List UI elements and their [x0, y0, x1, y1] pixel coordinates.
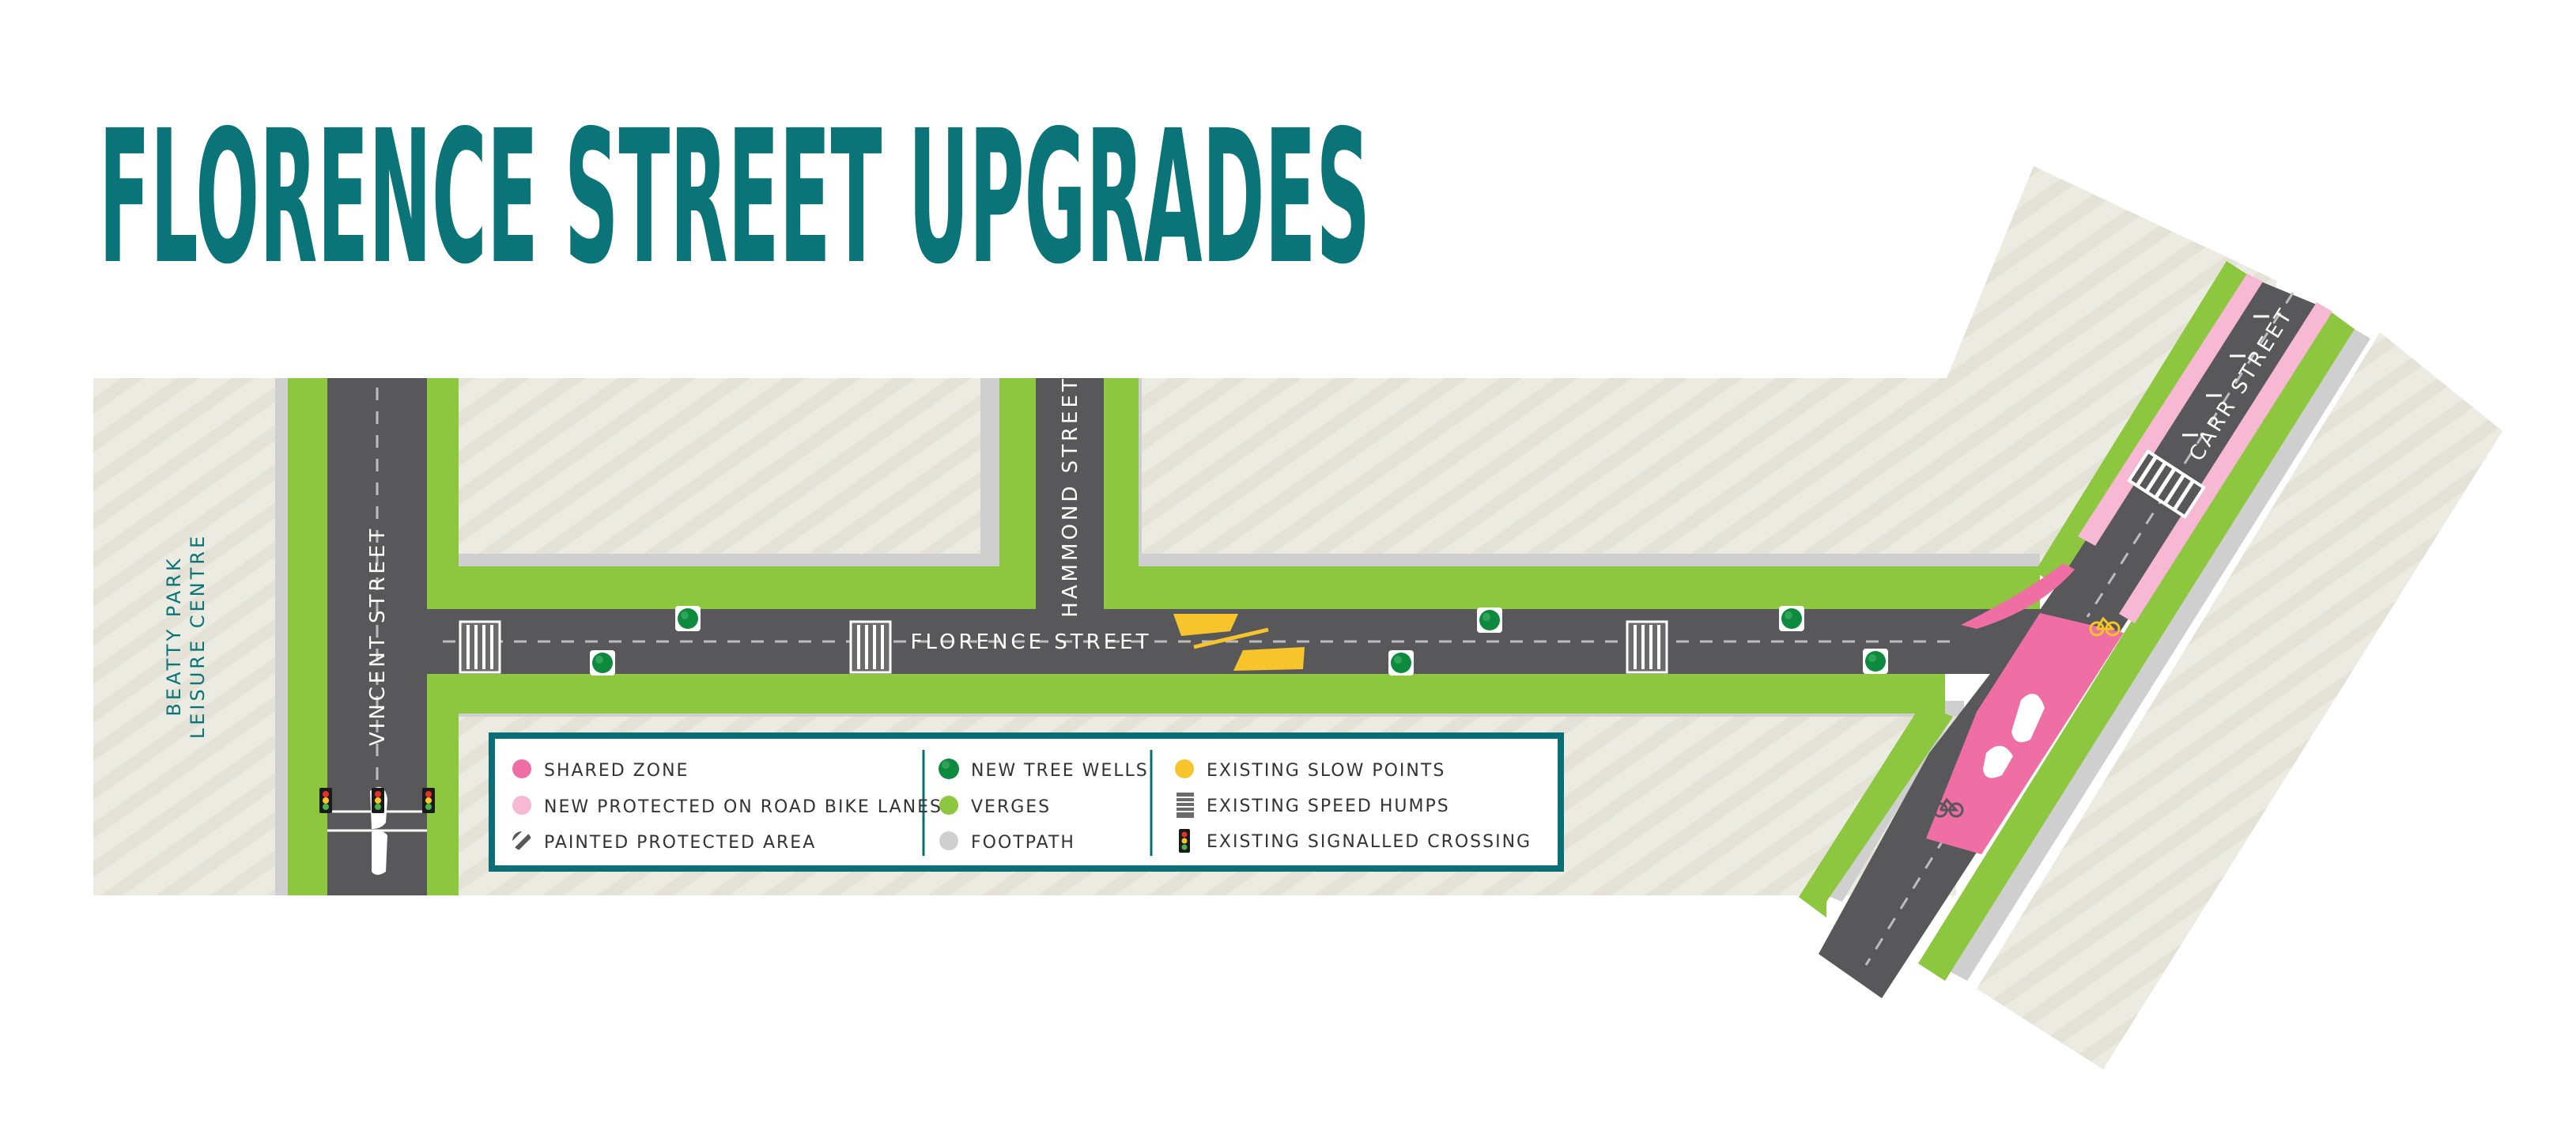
legend-label: PAINTED PROTECTED AREA — [544, 833, 816, 853]
island-north — [2011, 694, 2045, 743]
legend-label: EXISTING SIGNALLED CROSSING — [1207, 832, 1532, 852]
legend-label: SHARED ZONE — [544, 761, 689, 781]
island-south — [1983, 745, 2013, 778]
painted-protected-area — [2182, 315, 2269, 437]
vincent-street-label: VINCENT STREET — [366, 526, 390, 746]
florence-street-label: FLORENCE STREET — [911, 630, 1152, 654]
traffic-light-icon — [1179, 829, 1190, 853]
carr-street-crossing — [2127, 448, 2206, 520]
legend: SHARED ZONE NEW PROTECTED ON ROAD BIKE L… — [489, 732, 1564, 872]
legend-label: NEW PROTECTED ON ROAD BIKE LANES — [544, 797, 942, 817]
carr-street-bike-lanes — [1926, 274, 2332, 854]
tree-wells — [590, 606, 1888, 676]
hammond-street-road — [1036, 378, 1104, 611]
bike-icon — [2089, 616, 2121, 637]
verges — [288, 261, 2355, 981]
carr-street-road — [2024, 278, 2326, 633]
bike-icon — [1932, 797, 1964, 818]
grey-dot-icon — [939, 831, 958, 850]
page-title: FLORENCE STREET UPGRADES — [99, 91, 1370, 305]
traffic-light-icon — [319, 788, 435, 813]
slow-points — [1173, 614, 1305, 671]
hammond-street-label: HAMMOND STREET — [1059, 376, 1082, 618]
beatty-park-label-line1: BEATTY PARK — [163, 555, 185, 716]
tree-well-icon — [939, 759, 959, 779]
shared-zone-kerb — [1961, 563, 2075, 629]
yellow-dot-icon — [1175, 759, 1194, 778]
legend-label: NEW TREE WELLS — [971, 761, 1149, 781]
legend-label: VERGES — [971, 797, 1051, 817]
hatched-dot-icon — [512, 831, 531, 850]
light-pink-dot-icon — [512, 796, 531, 815]
legend-label: EXISTING SPEED HUMPS — [1207, 797, 1450, 816]
legend-label: FOOTPATH — [971, 833, 1075, 853]
green-dot-icon — [939, 796, 958, 815]
speed-hump-icon — [1177, 793, 1194, 818]
beatty-park-label-line2: LEISURE CENTRE — [187, 533, 209, 739]
pink-dot-icon — [512, 759, 531, 778]
speed-humps — [459, 620, 1668, 674]
legend-label: EXISTING SLOW POINTS — [1207, 761, 1445, 781]
